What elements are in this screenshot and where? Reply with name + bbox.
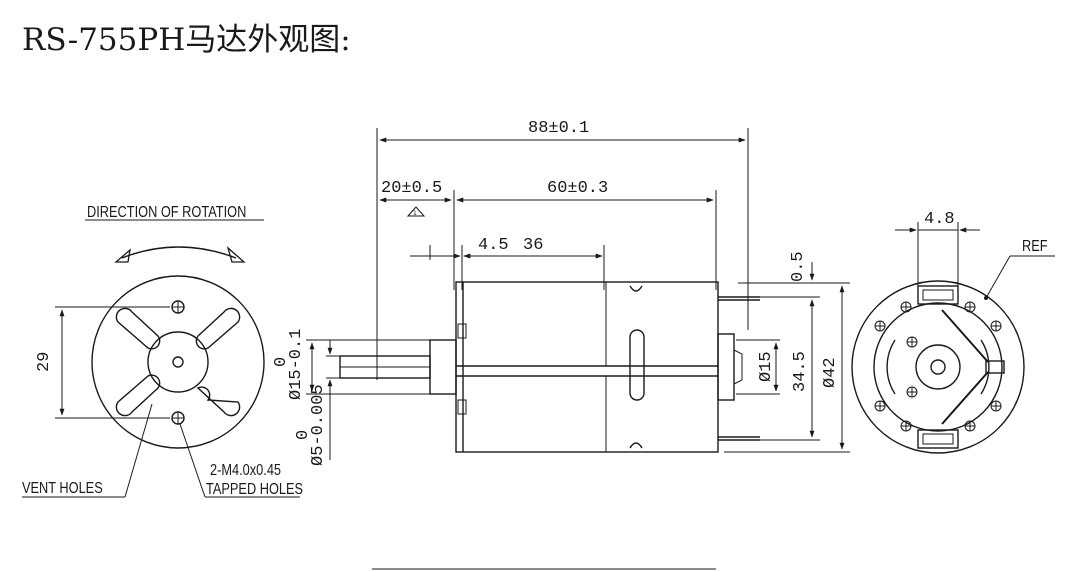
front-boss bbox=[429, 339, 457, 395]
svg-text:1: 1 bbox=[413, 210, 417, 217]
capacitor bbox=[985, 360, 1005, 374]
front-view: DIRECTION OF ROTATION 29 bbox=[22, 204, 303, 499]
rear-screw-holes bbox=[874, 301, 1002, 432]
vent-holes-label: VENT HOLES bbox=[22, 480, 103, 498]
motor-can bbox=[455, 281, 719, 453]
tapped-holes-label-line2: TAPPED HOLES bbox=[206, 481, 303, 499]
dim-overall-length: 88±0.1 bbox=[528, 119, 589, 138]
dim-4-8: 4.8 bbox=[924, 210, 955, 229]
dim-shaft-diameter: Ø5-0.005 bbox=[309, 384, 328, 466]
tapped-holes-label-line1: 2-M4.0x0.45 bbox=[210, 462, 281, 480]
dim-4-5: 4.5 bbox=[478, 236, 509, 255]
rear-end-cap-outline bbox=[851, 280, 1025, 454]
tapped-holes bbox=[171, 300, 185, 425]
dim-phi15-right: Ø15 bbox=[757, 351, 776, 382]
rear-terminal-top bbox=[917, 285, 959, 305]
dim-phi42: Ø42 bbox=[821, 357, 840, 388]
page-title: RS-755PH马达外观图: bbox=[22, 22, 351, 58]
vent-holes bbox=[115, 307, 241, 417]
ref-label: REF bbox=[1022, 238, 1048, 256]
svg-text:0: 0 bbox=[294, 430, 313, 440]
dim-29: 29 bbox=[35, 352, 54, 372]
rear-view: 4.8 REF bbox=[851, 210, 1055, 454]
direction-of-rotation-label: DIRECTION OF ROTATION bbox=[87, 204, 246, 222]
dim-front-length: 20±0.5 bbox=[381, 179, 442, 198]
dim-boss-diameter: Ø15-0.1 bbox=[287, 329, 306, 400]
dim-body-length: 60±0.3 bbox=[547, 179, 608, 198]
side-view: 88±0.1 20±0.5 60±0.3 1 4.5 36 bbox=[272, 119, 850, 466]
rotation-arrow-icon bbox=[121, 246, 237, 259]
front-flange-outline bbox=[91, 275, 265, 449]
svg-text:0: 0 bbox=[272, 357, 291, 367]
rear-terminal-bottom bbox=[917, 429, 959, 449]
dim-36: 36 bbox=[523, 236, 543, 255]
note-triangle-icon bbox=[406, 206, 426, 217]
dim-0-5: 0.5 bbox=[789, 251, 808, 282]
dim-34-5: 34.5 bbox=[791, 351, 810, 392]
